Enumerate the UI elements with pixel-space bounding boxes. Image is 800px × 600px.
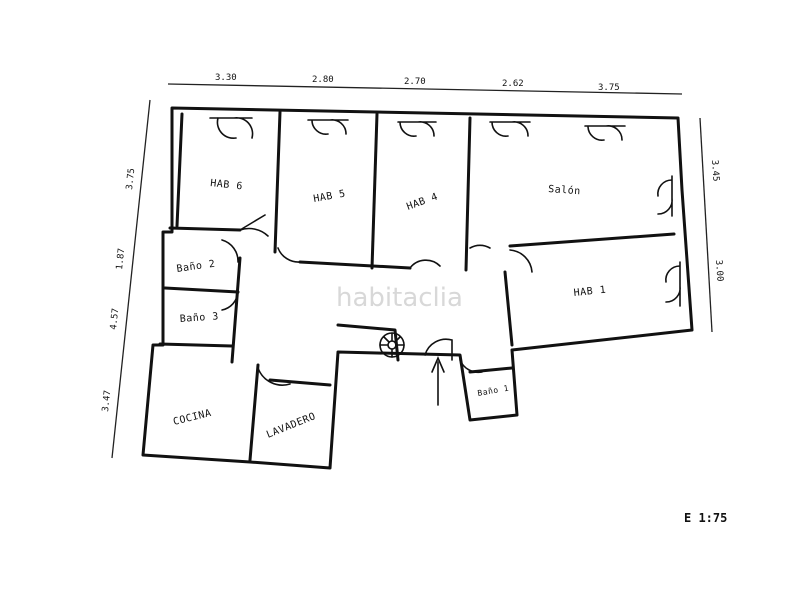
room-bano2: Baño 2 [176,259,216,275]
room-hab6: HAB 6 [210,178,244,192]
dim-left-2: 1.87 [115,248,127,271]
watermark: habitaclia [336,283,463,313]
dimension-lines [111,83,713,459]
left-dimension-labels: 3.75 1.87 4.57 3.47 [101,168,137,413]
room-hab5: HAB 5 [313,188,347,204]
room-lavadero: LAVADERO [265,411,317,441]
scale-label: E 1:75 [684,511,727,525]
room-bano1: Baño 1 [477,384,510,398]
dim-top-5: 3.75 [598,83,620,93]
interior-walls [158,110,676,462]
dim-left-3: 4.57 [109,308,121,331]
room-bano3: Baño 3 [179,311,219,325]
spiral-staircase [379,332,405,358]
room-hab4: HAB 4 [405,191,439,212]
outer-walls [141,106,694,470]
room-salon: Salón [548,183,581,197]
dim-top-1: 3.30 [215,73,237,83]
room-hab1: HAB 1 [573,285,607,299]
dim-top-4: 2.62 [502,79,524,89]
entrance-arrow [431,355,445,406]
dim-top-2: 2.80 [312,75,334,85]
doors [221,214,533,386]
windows [209,117,681,307]
dim-right-1: 3.45 [709,160,720,182]
top-dimension-labels: 3.30 2.80 2.70 2.62 3.75 [215,73,620,93]
dim-top-3: 2.70 [404,77,426,87]
room-cocina: COCINA [172,408,213,428]
dim-left-1: 3.75 [125,168,137,191]
dim-left-4: 3.47 [101,390,113,413]
dim-right-2: 3.00 [713,260,724,282]
right-dimension-labels: 3.45 3.00 [709,160,724,282]
